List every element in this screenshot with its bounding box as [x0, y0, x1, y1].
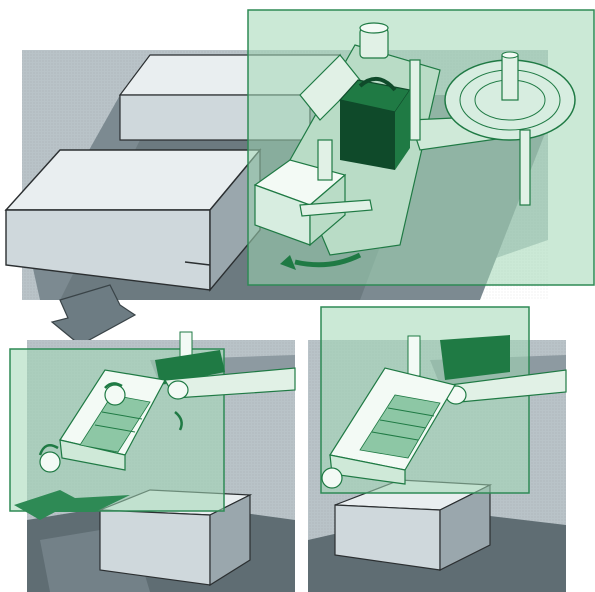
curved-arrow-icon [104, 382, 123, 389]
print-and-apply-machine [253, 22, 576, 270]
top-scene [4, 9, 595, 346]
curved-arrow-icon [174, 411, 183, 431]
motor-housing [338, 77, 412, 170]
arrow-down-icon [50, 284, 137, 346]
tamp-applicator-right [321, 335, 567, 489]
arrow-down-icon [14, 490, 130, 520]
curved-arrow-icon [38, 443, 59, 456]
bottom-right-box [334, 479, 493, 571]
top-front-box [4, 148, 262, 292]
tamp-applicator-left [38, 331, 296, 473]
bottom-right-scene [308, 306, 567, 592]
label-reel [444, 51, 576, 141]
curved-arrow-icon [294, 252, 362, 268]
bottom-left-scene [9, 331, 296, 592]
